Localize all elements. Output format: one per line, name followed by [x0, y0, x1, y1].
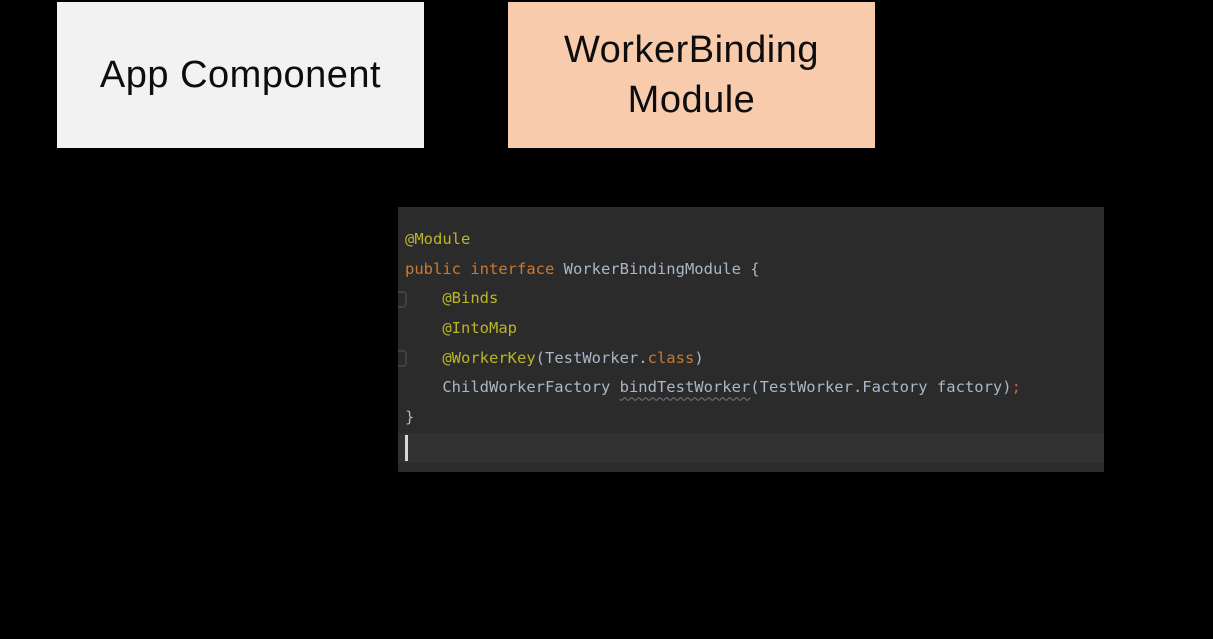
code-token: (TestWorker.Factory factory): [750, 378, 1012, 397]
code-line: ChildWorkerFactory bindTestWorker(TestWo…: [398, 373, 1104, 403]
code-token: [405, 289, 442, 307]
code-token: bindTestWorker: [619, 378, 751, 397]
code-line: }: [398, 403, 1104, 433]
code-token: }: [405, 408, 415, 427]
code-editor[interactable]: @Module public interface WorkerBindingMod…: [398, 207, 1104, 472]
code-line: @Module: [398, 225, 1104, 255]
code-token: @WorkerKey: [442, 348, 536, 367]
code-token: class: [647, 348, 695, 367]
app-component-box: App Component: [57, 2, 424, 148]
code-current-line: [398, 432, 1104, 463]
text-cursor: [405, 434, 408, 461]
code-token: [405, 319, 442, 337]
code-lines: @Module public interface WorkerBindingMod…: [398, 207, 1104, 463]
code-line: public interface WorkerBindingModule {: [398, 255, 1104, 285]
code-token: ): [694, 348, 704, 367]
code-token: @Module: [405, 230, 471, 248]
code-token: public interface: [405, 259, 564, 278]
worker-binding-module-label: WorkerBinding Module: [563, 28, 820, 121]
code-line: @Binds: [398, 284, 1104, 314]
worker-binding-module-box: WorkerBinding Module: [508, 2, 875, 148]
code-line: @WorkerKey(TestWorker.class): [398, 344, 1104, 374]
code-token: (TestWorker.: [535, 348, 648, 367]
app-component-label: App Component: [99, 53, 382, 96]
code-token: ChildWorkerFactory: [405, 378, 620, 397]
dagger-binding-gutter-icon[interactable]: [398, 350, 407, 367]
code-token: ;: [1011, 378, 1021, 397]
code-token: WorkerBindingModule {: [563, 259, 760, 278]
code-line: @IntoMap: [398, 314, 1104, 344]
dagger-binding-gutter-icon[interactable]: [398, 291, 407, 308]
code-token: @IntoMap: [442, 319, 517, 338]
code-token: [405, 349, 442, 367]
code-token: @Binds: [442, 289, 499, 308]
